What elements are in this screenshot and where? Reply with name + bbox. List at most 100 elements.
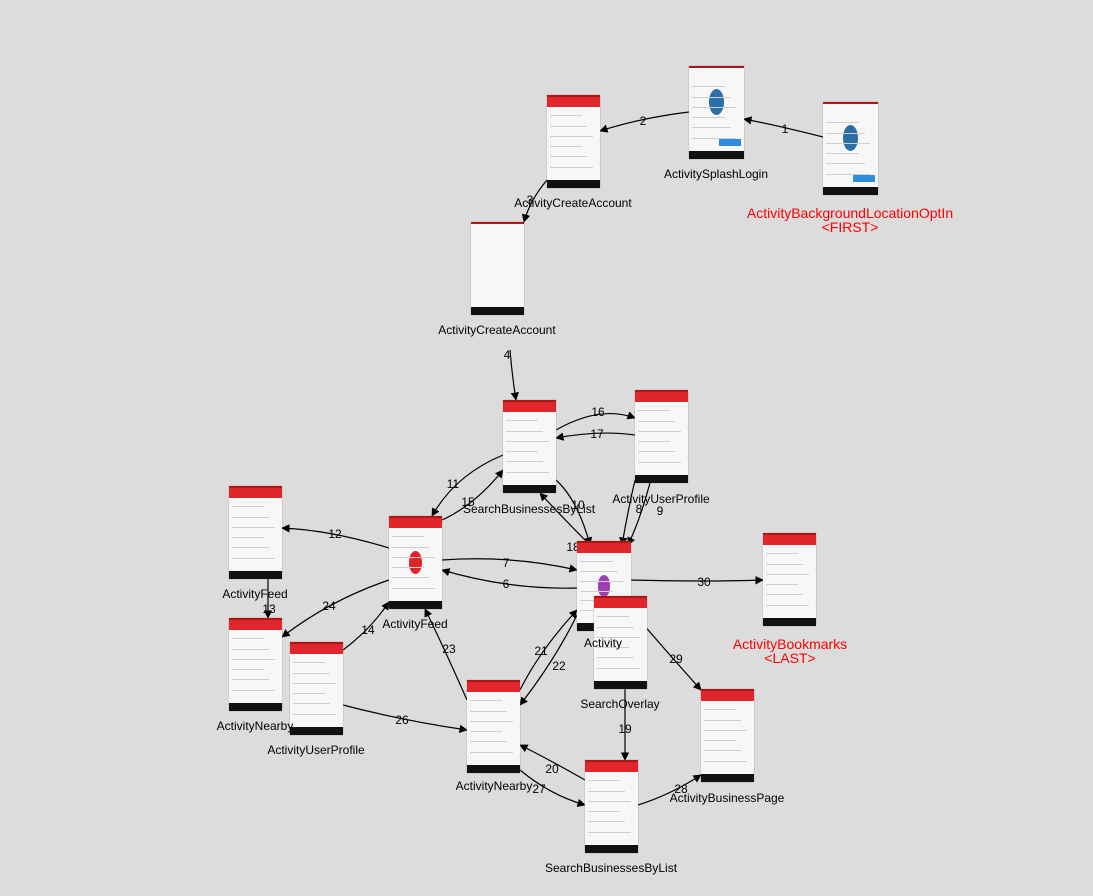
- edge-splash-to-create1: [599, 111, 690, 133]
- edge-label: 9: [657, 504, 664, 518]
- node-label-overlay: SearchOverlay: [580, 697, 659, 711]
- edge-feed2-to-center: [441, 558, 578, 573]
- edge-sbl2-to-nearby2: [519, 744, 586, 781]
- node-label-center: Activity: [584, 636, 622, 650]
- edge-label: 26: [395, 713, 409, 727]
- screen-thumbnail-bgloc[interactable]: [823, 102, 878, 195]
- screen-thumbnail-nearby1[interactable]: [229, 618, 282, 711]
- node-label-create2: ActivityCreateAccount: [438, 323, 555, 337]
- node-label-up2: ActivityUserProfile: [267, 743, 364, 757]
- node-title: SearchBusinessesByList: [544, 861, 678, 875]
- node-title: ActivityUserProfile: [612, 492, 710, 506]
- edge-label: 28: [674, 782, 688, 796]
- screen-thumbnail-up2[interactable]: [290, 642, 343, 735]
- edge-up2-to-feed2: [342, 601, 390, 651]
- node-label-feed2: ActivityFeed: [382, 617, 447, 631]
- edge-nearby2-to-center: [519, 609, 578, 691]
- node-label-nearby2: ActivityNearby: [456, 779, 533, 793]
- node-label-up1: ActivityUserProfile: [612, 492, 709, 506]
- edge-center-to-feed2: [441, 568, 578, 589]
- edge-label: 17: [590, 427, 604, 441]
- edge-label: 2: [640, 114, 647, 128]
- node-title: SearchBusinessesByList: [462, 502, 596, 516]
- screen-thumbnail-create2[interactable]: [471, 222, 524, 315]
- node-label-create1: ActivityCreateAccount: [514, 196, 631, 210]
- edge-label: 30: [697, 575, 711, 589]
- edge-up2-to-nearby2: [342, 704, 468, 734]
- screen-thumbnail-splash[interactable]: [689, 66, 744, 159]
- node-label-feed1: ActivityFeed: [222, 587, 287, 601]
- edge-nearby2-to-sbl2: [519, 769, 586, 807]
- node-label-sbl2: SearchBusinessesByList: [545, 861, 677, 875]
- edge-sbl1-to-up1: [555, 411, 636, 431]
- node-label-bgloc: ActivityBackgroundLocationOptIn<FIRST>: [747, 206, 953, 234]
- node-marker: <LAST>: [764, 650, 816, 666]
- edge-label: 13: [262, 602, 276, 616]
- edge-sbl2-to-bizpage: [637, 774, 702, 806]
- edge-label: 7: [503, 556, 510, 570]
- edge-label: 27: [532, 782, 546, 796]
- screen-thumbnail-sbl2[interactable]: [585, 760, 638, 853]
- edge-label: 29: [669, 652, 683, 666]
- node-title: Activity: [583, 636, 623, 650]
- edge-label: 19: [618, 722, 632, 736]
- edge-label: 1: [782, 122, 789, 136]
- edge-label: 12: [328, 527, 342, 541]
- node-title: ActivityCreateAccount: [438, 323, 556, 337]
- screen-thumbnail-up1[interactable]: [635, 390, 688, 483]
- edge-feed2-to-nearby1: [281, 579, 390, 638]
- edge-sbl1-to-feed2: [431, 454, 504, 517]
- edge-label: 3: [527, 193, 534, 207]
- edge-bgloc-to-splash: [743, 116, 824, 138]
- edge-center-to-bookmarks: [630, 576, 764, 585]
- edge-label: 22: [552, 659, 566, 673]
- edge-label: 10: [571, 498, 585, 512]
- node-label-bizpage: ActivityBusinessPage: [670, 791, 785, 805]
- node-label-nearby1: ActivityNearby: [217, 719, 294, 733]
- edge-label: 23: [442, 642, 456, 656]
- screen-thumbnail-feed1[interactable]: [229, 486, 282, 579]
- edge-label: 24: [322, 599, 336, 613]
- edge-feed2-to-sbl1: [441, 469, 504, 521]
- node-title: ActivityNearby: [216, 719, 294, 733]
- screen-thumbnail-nearby2[interactable]: [467, 680, 520, 773]
- screen-thumbnail-sbl1[interactable]: [503, 400, 556, 493]
- edge-label: 16: [591, 405, 605, 419]
- node-title: ActivitySplashLogin: [663, 167, 769, 181]
- edge-up1-to-center: [619, 479, 636, 546]
- edge-label: 11: [447, 477, 460, 491]
- edge-center-to-nearby2: [519, 614, 578, 706]
- node-title: ActivityNearby: [455, 779, 533, 793]
- node-label-sbl1: SearchBusinessesByList: [463, 502, 595, 516]
- node-label-bookmarks: ActivityBookmarks<LAST>: [733, 637, 847, 665]
- edge-create2-to-sbl1: [509, 349, 519, 401]
- node-title: SearchOverlay: [580, 697, 660, 711]
- edge-up1-to-center: [627, 482, 651, 546]
- screen-thumbnail-create1[interactable]: [547, 95, 600, 188]
- edge-label: 8: [636, 502, 643, 516]
- edge-label: 4: [504, 348, 511, 362]
- edge-label: 6: [503, 577, 510, 591]
- edge-create1-to-create2: [521, 179, 548, 223]
- node-title: ActivityBackgroundLocationOptIn: [746, 205, 954, 221]
- node-title: ActivityBookmarks: [732, 636, 848, 652]
- screen-thumbnail-feed2[interactable]: [389, 516, 442, 609]
- edge-feed2-to-feed1: [281, 524, 390, 549]
- edge-up1-to-sbl1: [555, 432, 636, 441]
- node-title: ActivityFeed: [382, 617, 448, 631]
- screen-thumbnail-overlay[interactable]: [594, 596, 647, 689]
- node-title: ActivityFeed: [222, 587, 288, 601]
- node-title: ActivityUserProfile: [267, 743, 365, 757]
- edge-sbl1-to-center: [555, 479, 593, 546]
- node-title: ActivityCreateAccount: [514, 196, 632, 210]
- edge-center-to-sbl1: [539, 492, 591, 546]
- node-marker: <FIRST>: [821, 219, 879, 235]
- edge-label: 20: [545, 762, 559, 776]
- edge-nearby2-to-feed2: [424, 608, 468, 701]
- edge-label: 18: [566, 540, 580, 554]
- screen-thumbnail-bizpage[interactable]: [701, 689, 754, 782]
- node-title: ActivityBusinessPage: [669, 791, 785, 805]
- edge-label: 14: [361, 623, 375, 637]
- screen-thumbnail-bookmarks[interactable]: [763, 533, 816, 626]
